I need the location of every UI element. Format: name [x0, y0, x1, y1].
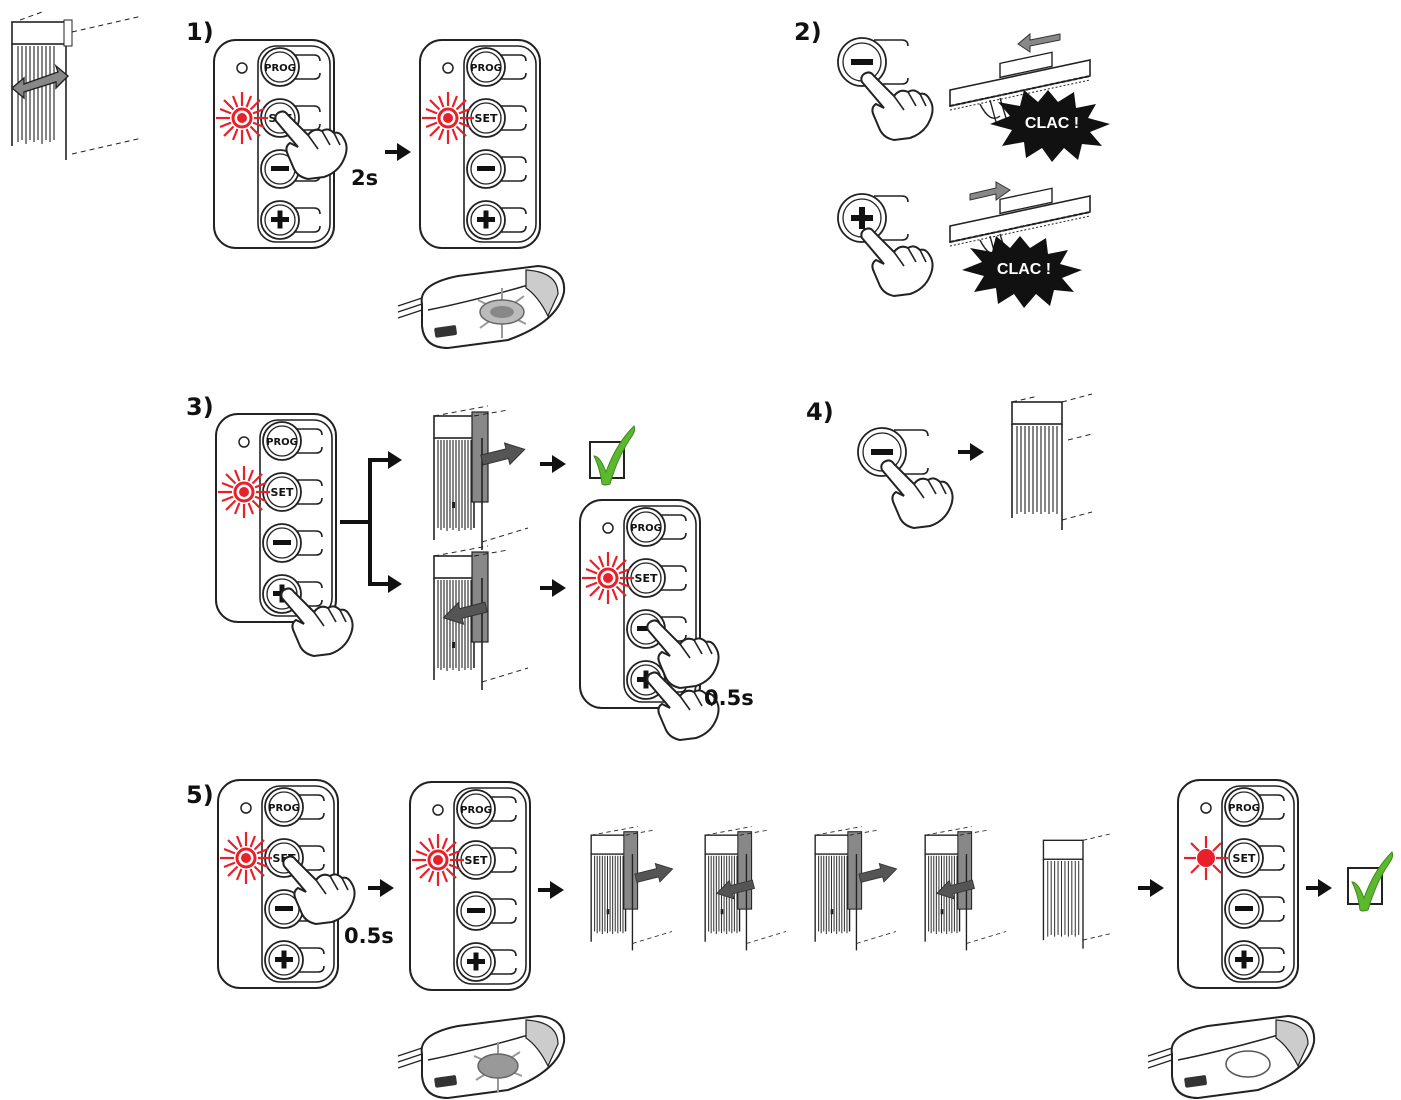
step-3-label: 3) [186, 393, 214, 421]
step-5-label: 5) [186, 781, 214, 809]
motor-light-icon [397, 265, 566, 349]
arrow-right-icon [366, 877, 396, 899]
prog-label: PROG [470, 63, 502, 74]
minus-button-press-icon [857, 427, 954, 529]
rail-close-icon: CLAC ! [949, 181, 1091, 308]
prog-label: PROG [264, 63, 296, 74]
arrow-right-icon [956, 441, 986, 463]
door-opening-icon [433, 405, 529, 551]
keypad-icon: PROG SET [579, 499, 701, 709]
arrow-right-icon [536, 879, 566, 901]
motor-light-icon [397, 1015, 566, 1099]
keypad-icon: PROG SET [419, 39, 541, 249]
keypad-icon: PROG SET [409, 781, 531, 991]
set-label: SET [271, 486, 294, 499]
set-label: SET [465, 854, 488, 867]
door-cycle-sequence-icon [590, 825, 1113, 952]
arrow-right-icon [1304, 877, 1334, 899]
door-slide-icon [10, 11, 143, 160]
check-icon [1347, 851, 1394, 912]
keypad-icon: PROG SET [215, 413, 337, 623]
press-duration-0-5s: 0.5s [704, 686, 754, 710]
check-icon [589, 425, 636, 486]
minus-button-press-icon [837, 37, 934, 141]
arrow-right-icon [1136, 877, 1166, 899]
step-1-label: 1) [186, 18, 214, 46]
prog-label: PROG [266, 437, 298, 448]
keypad-icon: PROG SET [1177, 779, 1299, 989]
clac-text: CLAC ! [1025, 115, 1079, 132]
rail-open-icon: CLAC ! [949, 32, 1110, 162]
prog-label: PROG [460, 805, 492, 816]
arrow-right-icon [538, 453, 568, 475]
prog-label: PROG [630, 523, 662, 534]
plus-button-press-icon [837, 193, 934, 297]
set-label: SET [1233, 852, 1256, 865]
prog-label: PROG [1228, 803, 1260, 814]
prog-label: PROG [268, 803, 300, 814]
set-label: SET [475, 112, 498, 125]
set-label: SET [635, 572, 658, 585]
step-4-label: 4) [806, 398, 834, 426]
press-duration-2s: 2s [351, 166, 379, 190]
branch-connector [340, 451, 402, 593]
clac-text: CLAC ! [997, 261, 1051, 278]
press-duration-0-5s: 0.5s [344, 924, 394, 948]
arrow-right-icon [538, 577, 568, 599]
door-closed-icon [1011, 393, 1093, 530]
step-2-label: 2) [794, 18, 822, 46]
motor-light-off-icon [1147, 1015, 1316, 1099]
door-closing-icon [433, 545, 529, 691]
